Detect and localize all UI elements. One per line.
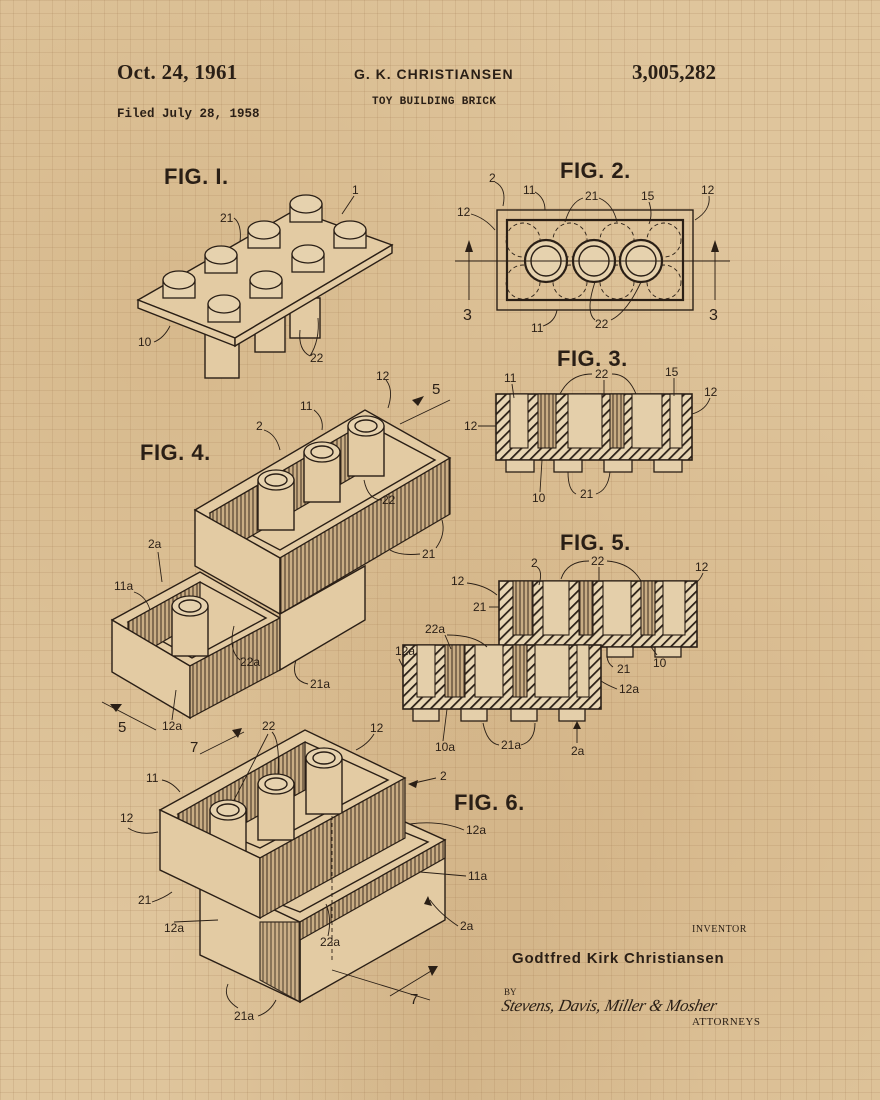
svg-text:12a: 12a (162, 719, 182, 733)
svg-text:21: 21 (422, 547, 436, 561)
svg-text:1: 1 (352, 183, 359, 197)
fig4-drawing: 12 5 11 2 22 21 2a 11a 22a 21a 5 12a (101, 369, 452, 736)
svg-text:21: 21 (138, 893, 152, 907)
patent-number: 3,005,282 (632, 60, 716, 84)
fig6-label: FIG. 6. (454, 790, 525, 815)
svg-text:12: 12 (695, 560, 709, 574)
by-label: BY (504, 987, 517, 997)
filed-date: Filed July 28, 1958 (117, 107, 260, 121)
fig5-drawing: 2 22 12 12 21 22a 12a 21 10 12a 10a 21a … (395, 554, 709, 758)
svg-text:21: 21 (585, 189, 599, 203)
inventor-caption: G. K. CHRISTIANSEN (354, 66, 514, 82)
fig4-label: FIG. 4. (140, 440, 211, 465)
svg-text:21: 21 (617, 662, 631, 676)
fig3-label: FIG. 3. (557, 346, 628, 371)
fig5-label: FIG. 5. (560, 530, 631, 555)
svg-text:15: 15 (665, 365, 679, 379)
svg-text:2a: 2a (571, 744, 585, 758)
svg-text:10: 10 (653, 656, 667, 670)
svg-text:11: 11 (504, 371, 517, 385)
svg-text:7: 7 (410, 991, 418, 1008)
svg-text:2: 2 (531, 556, 538, 570)
patent-title: TOY BUILDING BRICK (372, 96, 497, 108)
svg-text:12: 12 (376, 369, 390, 383)
svg-text:10: 10 (532, 491, 546, 505)
svg-text:21a: 21a (234, 1009, 254, 1023)
fig1-label: FIG. I. (164, 164, 229, 189)
svg-text:22: 22 (262, 719, 276, 733)
svg-text:21a: 21a (501, 738, 521, 752)
svg-text:12a: 12a (164, 921, 184, 935)
fig6-drawing: 22 12 7 11 2 12 12a 11a 21 12a 22a 2a 21… (120, 719, 487, 1023)
svg-text:12a: 12a (466, 823, 486, 837)
attorney-signature: Stevens, Davis, Miller & Mosher (500, 996, 719, 1015)
svg-text:11a: 11a (114, 579, 133, 593)
svg-text:12: 12 (370, 721, 384, 735)
svg-text:21: 21 (473, 600, 487, 614)
svg-text:10: 10 (138, 335, 152, 349)
svg-text:21: 21 (580, 487, 594, 501)
svg-text:11: 11 (300, 399, 313, 413)
svg-text:12: 12 (464, 419, 478, 433)
svg-text:22: 22 (310, 351, 324, 365)
svg-text:11a: 11a (468, 869, 487, 883)
svg-text:22: 22 (591, 554, 605, 568)
svg-text:5: 5 (118, 719, 126, 736)
inventor-label: INVENTOR (692, 924, 747, 935)
fig2-label: FIG. 2. (560, 158, 631, 183)
svg-text:22a: 22a (425, 622, 445, 636)
svg-text:12: 12 (701, 183, 715, 197)
inventor-name: Godtfred Kirk Christiansen (512, 950, 725, 967)
svg-text:2: 2 (256, 419, 263, 433)
svg-text:2a: 2a (148, 537, 162, 551)
svg-text:3: 3 (709, 307, 718, 324)
svg-text:2a: 2a (460, 919, 474, 933)
svg-text:12: 12 (704, 385, 718, 399)
svg-text:22: 22 (595, 317, 609, 331)
fig2-drawing: 3 3 2 11 21 15 12 12 11 22 (455, 171, 730, 335)
svg-text:21a: 21a (310, 677, 330, 691)
svg-text:11: 11 (531, 321, 544, 335)
svg-text:3: 3 (463, 307, 472, 324)
patent-date: Oct. 24, 1961 (117, 60, 238, 84)
svg-text:11: 11 (146, 771, 159, 785)
svg-text:22: 22 (595, 367, 609, 381)
fig3-drawing: 11 22 15 12 12 10 21 (464, 365, 718, 505)
svg-text:12: 12 (451, 574, 465, 588)
svg-text:7: 7 (190, 739, 198, 756)
svg-text:5: 5 (432, 381, 440, 398)
svg-text:22a: 22a (240, 655, 260, 669)
svg-text:12: 12 (120, 811, 134, 825)
svg-text:22a: 22a (320, 935, 340, 949)
attorneys-label: ATTORNEYS (692, 1016, 761, 1028)
svg-text:12a: 12a (619, 682, 639, 696)
svg-text:12: 12 (457, 205, 471, 219)
svg-text:12a: 12a (395, 644, 415, 658)
svg-text:11: 11 (523, 183, 536, 197)
svg-text:21: 21 (220, 211, 234, 225)
svg-text:22: 22 (382, 493, 396, 507)
svg-text:2: 2 (489, 171, 496, 185)
fig1-drawing: 21 1 10 22 (136, 183, 394, 379)
svg-text:10a: 10a (435, 740, 455, 754)
svg-text:15: 15 (641, 189, 655, 203)
svg-text:2: 2 (440, 769, 447, 783)
